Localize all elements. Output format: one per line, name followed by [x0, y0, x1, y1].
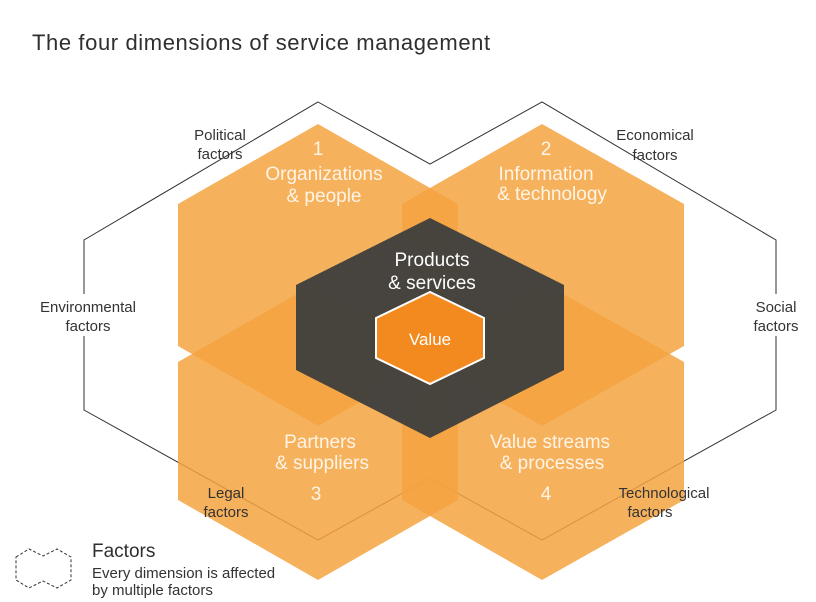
- dimension-name-line1: Information: [498, 164, 593, 185]
- dimension-name-line2: & people: [286, 186, 361, 207]
- dimension-number: 3: [311, 484, 322, 505]
- dimension-name-line2: & processes: [500, 453, 605, 474]
- dimension-name-line2: & technology: [497, 184, 607, 205]
- factor-environmental: Environmental factors: [28, 294, 152, 336]
- dimension-4-label: Value streams & processes 4: [490, 432, 610, 505]
- factor-label-line1: Social: [756, 299, 797, 316]
- factor-label-background: [28, 294, 152, 336]
- dimension-name-line1: Partners: [284, 432, 356, 453]
- dimension-name-line1: Value streams: [490, 432, 610, 453]
- factor-label-line2: factors: [632, 147, 677, 164]
- center-label-line2: & services: [388, 273, 476, 294]
- factor-technological: Technological factors: [619, 485, 710, 521]
- factor-label-line2: factors: [65, 318, 110, 335]
- dimension-name-line1: Organizations: [265, 164, 382, 185]
- factor-label-line2: factors: [753, 318, 798, 335]
- factor-label-background: [744, 294, 812, 336]
- factor-label-line1: Environmental: [40, 299, 136, 316]
- dimension-name-line2: & suppliers: [275, 453, 369, 474]
- center-label-line1: Products: [395, 250, 470, 271]
- dimension-1-label: 1 Organizations & people: [265, 139, 382, 207]
- legend-description-line1: Every dimension is affected: [92, 565, 275, 582]
- factor-label-line2: factors: [203, 504, 248, 521]
- legend: Factors Every dimension is affected by m…: [15, 541, 275, 599]
- value-label: Value: [409, 330, 451, 349]
- dimension-2-label: 2 Information & technology: [497, 139, 607, 205]
- dimension-number: 4: [541, 484, 552, 505]
- page-title: The four dimensions of service managemen…: [32, 30, 491, 55]
- factor-label-line2: factors: [627, 504, 672, 521]
- factor-political: Political factors: [194, 127, 246, 163]
- value-hexagon: [375, 290, 485, 386]
- factor-label-line1: Legal: [208, 485, 245, 502]
- dimension-number: 2: [541, 139, 552, 160]
- factor-legal: Legal factors: [203, 485, 248, 521]
- legend-factors-icon: [15, 548, 72, 589]
- factor-label-line1: Political: [194, 127, 246, 144]
- legend-description-line2: by multiple factors: [92, 582, 213, 599]
- dimension-number: 1: [313, 139, 324, 160]
- dimension-3-label: Partners & suppliers 3: [275, 432, 369, 505]
- factor-social: Social factors: [744, 294, 812, 336]
- factor-economical: Economical factors: [616, 127, 694, 164]
- legend-title: Factors: [92, 541, 155, 562]
- factor-label-line1: Technological: [619, 485, 710, 502]
- factor-label-line2: factors: [197, 146, 242, 163]
- factor-label-line1: Economical: [616, 127, 694, 144]
